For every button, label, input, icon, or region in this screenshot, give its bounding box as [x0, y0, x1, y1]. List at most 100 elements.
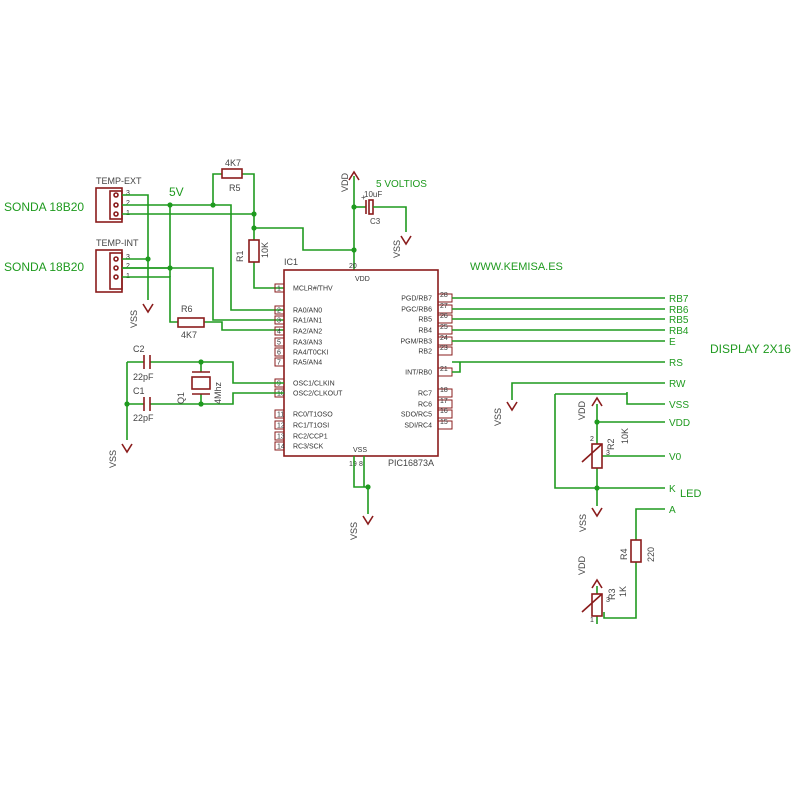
junction-dot [210, 202, 216, 208]
r4-value: 220 [646, 547, 656, 562]
vss-label: VSS [349, 522, 359, 540]
capacitor-c1: C1 22pF [133, 386, 154, 423]
pin-name: PGC/RB6 [401, 307, 432, 314]
display-pin-rb6: RB6 [669, 305, 689, 316]
sonda-int-label: SONDA 18B20 [4, 260, 84, 274]
pin-num: 3 [277, 318, 281, 325]
supply-5v-label: 5V [169, 185, 184, 199]
pin-num: 25 [440, 324, 448, 331]
capacitor-c2: C2 22pF [133, 344, 154, 382]
pot-body [591, 593, 603, 617]
ground-arrow-icon [362, 515, 374, 526]
display-label: DISPLAY 2X16 [710, 342, 791, 356]
supply-arrow-icon [348, 170, 360, 181]
wire [635, 508, 665, 540]
ic-bottom-pin-num: 8 [359, 461, 363, 468]
pin-num: 1 [277, 286, 281, 293]
pin-name: RC2/CCP1 [293, 434, 328, 441]
pin-stub [274, 420, 285, 430]
crystal-body [191, 376, 211, 390]
c1-name: C1 [133, 386, 145, 396]
connector-ext-pin1 [113, 211, 119, 217]
pin-stub [274, 441, 285, 451]
r5-value: 4K7 [225, 158, 241, 168]
display-pin-rw: RW [669, 379, 686, 390]
pin-stub [274, 305, 285, 315]
pin-num: 3 [126, 190, 130, 197]
display-pin-rb4: RB4 [669, 326, 689, 337]
pin-name: RA1/AN1 [293, 318, 322, 325]
pin-stub [274, 357, 285, 367]
resistor-r1: R1 10K [235, 239, 270, 263]
q1-name: Q1 [176, 392, 186, 404]
vss-label: VSS [129, 310, 139, 328]
display-pin-vss: VSS [669, 400, 689, 411]
vss-label: VSS [493, 408, 503, 426]
pin-stub [274, 431, 285, 441]
display-pin-vdd: VDD [669, 418, 690, 429]
junction-dot [124, 401, 130, 407]
junction-dot [365, 484, 371, 490]
voltage-label: 5 VOLTIOS [376, 179, 427, 190]
junction-dot [594, 485, 600, 491]
pin-name: OSC1/CLKIN [293, 381, 335, 388]
pin-stub [437, 346, 453, 356]
display-bus: VSS DISPLAY 2X16 RB7RB6RB5RB4ERSRWVSSVDD… [452, 294, 791, 516]
junction-dot [351, 204, 357, 210]
wire [122, 276, 178, 323]
connector-ext-pin3 [113, 192, 119, 198]
resistor-r5: 4K7 R5 [221, 158, 243, 193]
connector-ext-pin2 [113, 202, 119, 208]
pin-name: SDI/RC4 [404, 423, 432, 430]
wire [373, 206, 407, 232]
pin-name: RA5/AN4 [293, 360, 322, 367]
pin-name: RC0/T1OSO [293, 412, 333, 419]
ic-name: IC1 [284, 257, 298, 267]
connector-int-pin3 [113, 256, 119, 262]
pin-name: RA4/T0CKI [293, 350, 328, 357]
pin-num: 24 [440, 335, 448, 342]
pin-num: 28 [440, 292, 448, 299]
ic-pin-3: 3 RA1/AN1 [274, 315, 322, 325]
ground-arrow-icon [400, 235, 412, 246]
vdd-label: VDD [577, 555, 587, 575]
pin-name: OSC2/CLKOUT [293, 391, 343, 398]
potentiometer-r2: R2 10K 2 3 [581, 428, 630, 469]
resistor-body [248, 239, 260, 263]
sonda-ext-label: SONDA 18B20 [4, 200, 84, 214]
wire [150, 361, 284, 384]
resistor-body [221, 168, 243, 179]
wire [452, 362, 461, 373]
wire [122, 194, 149, 300]
display-pin-rb7: RB7 [669, 294, 689, 305]
pot-wiper-arrow-icon [581, 593, 603, 613]
supply-arrow-icon [591, 396, 603, 407]
ic-bottom-pin-name: VSS [353, 447, 367, 454]
connector-int-inner [109, 252, 123, 290]
pin-num: 2 [590, 436, 594, 443]
capacitor-plate [368, 199, 374, 215]
wire [254, 227, 354, 251]
vss-symbol-ic: VSS [349, 470, 374, 540]
vdd-supply-top: VDD 5 VOLTIOS [340, 170, 427, 270]
ground-arrow-icon [591, 507, 603, 518]
r1-value: 10K [260, 242, 270, 258]
c1-value: 22pF [133, 413, 154, 423]
junction-dot [167, 202, 173, 208]
wire [554, 404, 665, 489]
